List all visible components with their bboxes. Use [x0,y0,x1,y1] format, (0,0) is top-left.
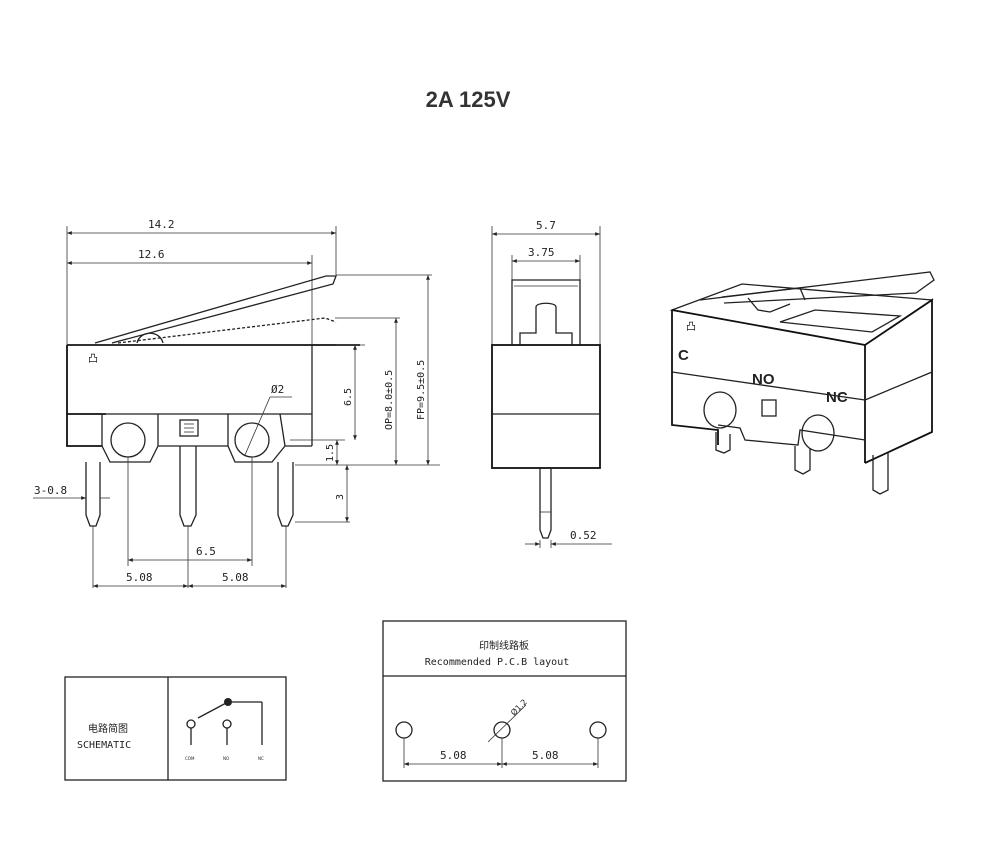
dim-pin-pitch-right: 5.08 [222,571,249,584]
pcb-hole-1 [395,721,413,739]
pcb-hole-2 [493,721,511,739]
side-plunger [519,302,573,345]
schematic-title-cn: 电路简图 [88,722,128,735]
pin-com [85,462,101,527]
pin-no [179,446,197,527]
iso-hole-right [801,414,835,452]
schematic-box: 电路简图 SCHEMATIC COM NO NC [64,676,287,781]
logo-mark: 凸 [88,353,98,365]
center-window [179,419,199,437]
dim-pin-pitch-left: 5.08 [126,571,153,584]
pcb-layout-box: 印制线路板 Recommended P.C.B layout Ø1.2 5.08… [382,620,627,782]
pcb-hole-3 [589,721,607,739]
schematic-pin-no: NO [223,756,229,761]
lever-arm [94,275,337,344]
iso-lever [699,271,935,304]
dim-hole-spacing: 6.5 [196,545,216,558]
iso-view: 凸 C NO NC [669,271,935,495]
dim-hole-height: 1.5 [325,444,336,462]
mount-hole-left [110,422,146,458]
front-view: 14.2 12.6 凸 3-0.8 [33,218,440,588]
pin-nc [277,462,294,527]
dim-side-width-inner: 3.75 [528,246,555,259]
svg-text:凸: 凸 [686,321,696,333]
dim-side-width-total: 5.7 [536,219,556,232]
schematic-pin-nc: NC [258,756,264,761]
iso-pin-no [794,446,811,475]
page-title: 2A 125V [426,87,511,112]
side-body [491,344,601,469]
pcb-title-cn: 印制线路板 [479,639,529,652]
iso-pin-com [715,432,731,454]
schematic-blade [197,701,229,719]
lever-roller [136,332,164,344]
iso-label-no: NO [752,371,775,388]
body-outline [66,344,360,447]
iso-label-c: C [678,347,689,364]
pcb-pitch-right: 5.08 [532,749,559,762]
side-pin [539,468,552,539]
dim-hole-dia: Ø2 [271,383,284,396]
schematic-title-en: SCHEMATIC [77,740,131,751]
dim-height-body: 6.5 [343,388,354,406]
iso-hole-left [703,391,737,429]
schematic-pin-com: COM [185,756,195,761]
lever-pressed [117,317,337,344]
side-view: 5.7 3.75 0.52 [491,219,612,548]
right-hole-boss [227,413,286,463]
mount-hole-right [234,422,270,458]
dim-width-total: 14.2 [148,218,175,231]
dim-op-height: OP=8.0±0.5 [384,370,395,430]
iso-plunger-window [779,309,903,333]
pcb-hole-label: Ø1.2 [508,697,529,718]
dim-fp-height: FP=9.5±0.5 [416,360,427,420]
pcb-title-en: Recommended P.C.B layout [425,657,570,668]
side-actuator-housing [511,279,581,345]
left-hole-boss [101,413,159,463]
dim-width-body: 12.6 [138,248,165,261]
dim-pin-length: 3 [335,494,346,500]
iso-label-nc: NC [826,389,848,406]
pcb-pitch-left: 5.08 [440,749,467,762]
iso-center-window [761,399,777,417]
iso-right-face [864,298,933,464]
dim-pin-thickness: 3-0.8 [34,484,67,497]
dim-side-pin-width: 0.52 [570,529,597,542]
iso-pin-nc [872,453,889,495]
